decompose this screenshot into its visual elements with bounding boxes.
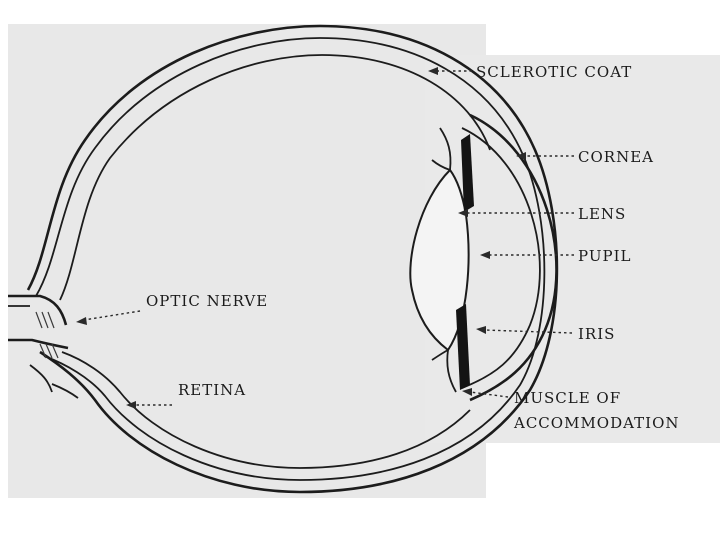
label-optic-nerve: OPTIC NERVE <box>146 292 268 310</box>
label-retina: RETINA <box>178 381 246 399</box>
label-iris: IRIS <box>578 325 615 343</box>
label-muscle-line2: ACCOMMODATION <box>513 414 680 432</box>
label-pupil: PUPIL <box>578 247 631 265</box>
label-sclerotic-coat: SCLEROTIC COAT <box>476 63 632 81</box>
label-lens: LENS <box>578 205 626 223</box>
label-muscle-line1: MUSCLE OF <box>514 389 621 407</box>
label-cornea: CORNEA <box>578 148 654 166</box>
